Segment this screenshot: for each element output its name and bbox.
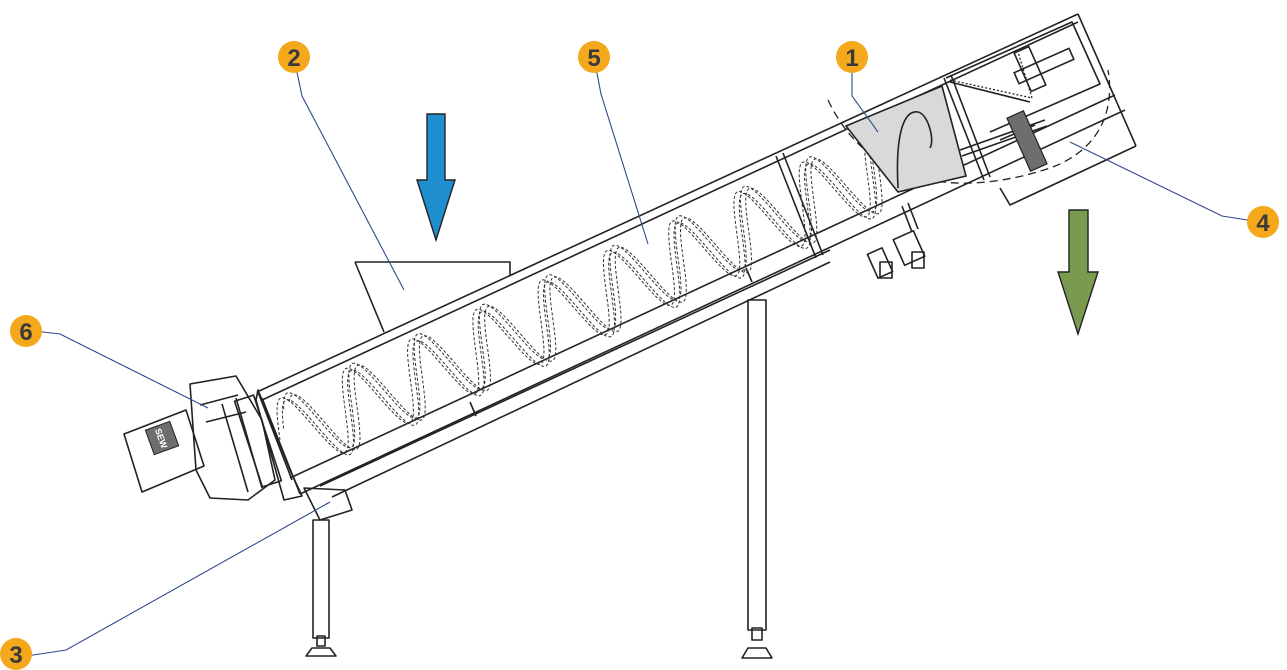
marker-3: 3	[0, 638, 32, 670]
inlet-arrow-icon	[416, 113, 456, 243]
valve-fitting	[866, 202, 926, 279]
marker-4: 4	[1247, 206, 1279, 238]
svg-text:1: 1	[845, 45, 858, 72]
leader-line-3	[19, 501, 331, 658]
marker-2: 2	[278, 41, 310, 73]
svg-text:3: 3	[9, 642, 22, 669]
svg-text:2: 2	[287, 45, 300, 72]
marker-6: 6	[10, 315, 42, 347]
leader-line-4	[1069, 141, 1261, 223]
cover-hinge	[949, 51, 1033, 99]
svg-text:6: 6	[19, 319, 32, 346]
screw-flights	[276, 126, 937, 456]
drive-shaft	[959, 110, 1048, 172]
inlet-hopper	[354, 261, 511, 333]
sew-logo-icon: SEW	[144, 420, 180, 456]
front-leg	[741, 299, 773, 659]
leader-line-1	[851, 70, 879, 133]
gear-motor	[123, 375, 303, 501]
leader-line-6	[25, 329, 209, 409]
marker-5: 5	[578, 41, 610, 73]
conveyor-trough	[256, 13, 1137, 498]
inspection-window	[844, 84, 967, 193]
svg-text:5: 5	[587, 45, 600, 72]
drain-outlet	[303, 487, 353, 521]
rear-leg	[305, 519, 337, 657]
svg-text:4: 4	[1256, 210, 1270, 237]
leader-lines	[19, 57, 1261, 658]
marker-1: 1	[836, 41, 868, 73]
outlet-arrow-icon	[1057, 209, 1099, 337]
leader-line-2	[293, 57, 405, 291]
